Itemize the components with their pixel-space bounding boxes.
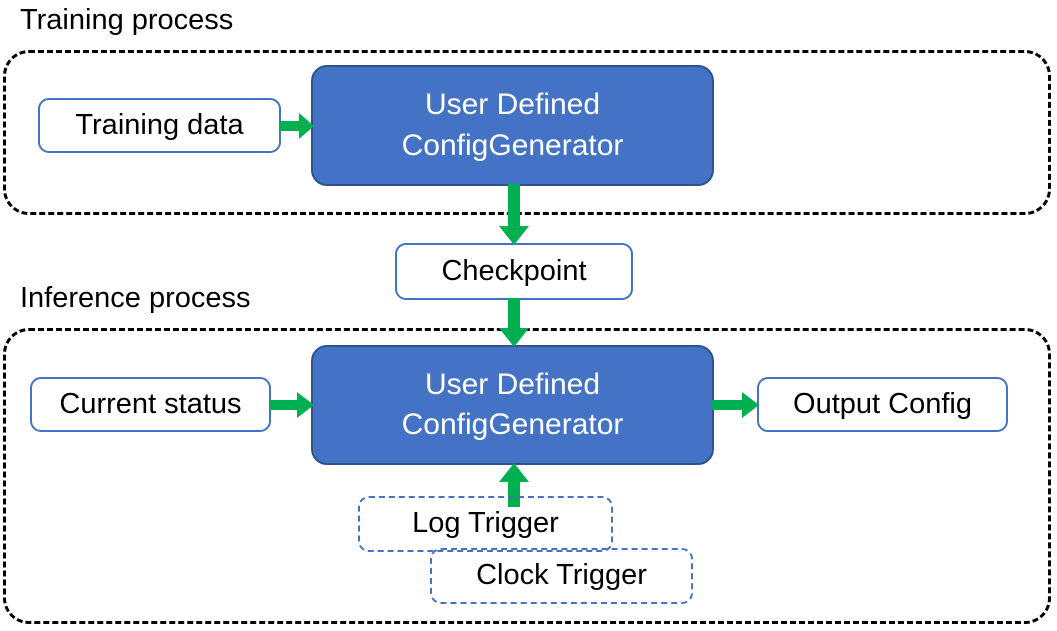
node-label-line1: User Defined [424, 367, 601, 401]
node-training-data[interactable]: Training data [38, 98, 281, 153]
node-user-defined-configgenerator-training[interactable]: User Defined ConfigGenerator [311, 65, 714, 186]
node-log-trigger[interactable]: Log Trigger [358, 496, 613, 552]
node-clock-trigger[interactable]: Clock Trigger [430, 548, 693, 604]
node-checkpoint[interactable]: Checkpoint [395, 243, 633, 300]
node-current-status[interactable]: Current status [30, 377, 271, 432]
training-process-title: Training process [20, 4, 234, 36]
node-label-line2: ConfigGenerator [401, 128, 624, 162]
node-user-defined-configgenerator-inference[interactable]: User Defined ConfigGenerator [311, 345, 714, 465]
node-output-config[interactable]: Output Config [757, 377, 1008, 432]
inference-process-title: Inference process [20, 282, 251, 314]
node-label-line1: User Defined [424, 88, 601, 121]
node-label-line2: ConfigGenerator [401, 408, 624, 441]
